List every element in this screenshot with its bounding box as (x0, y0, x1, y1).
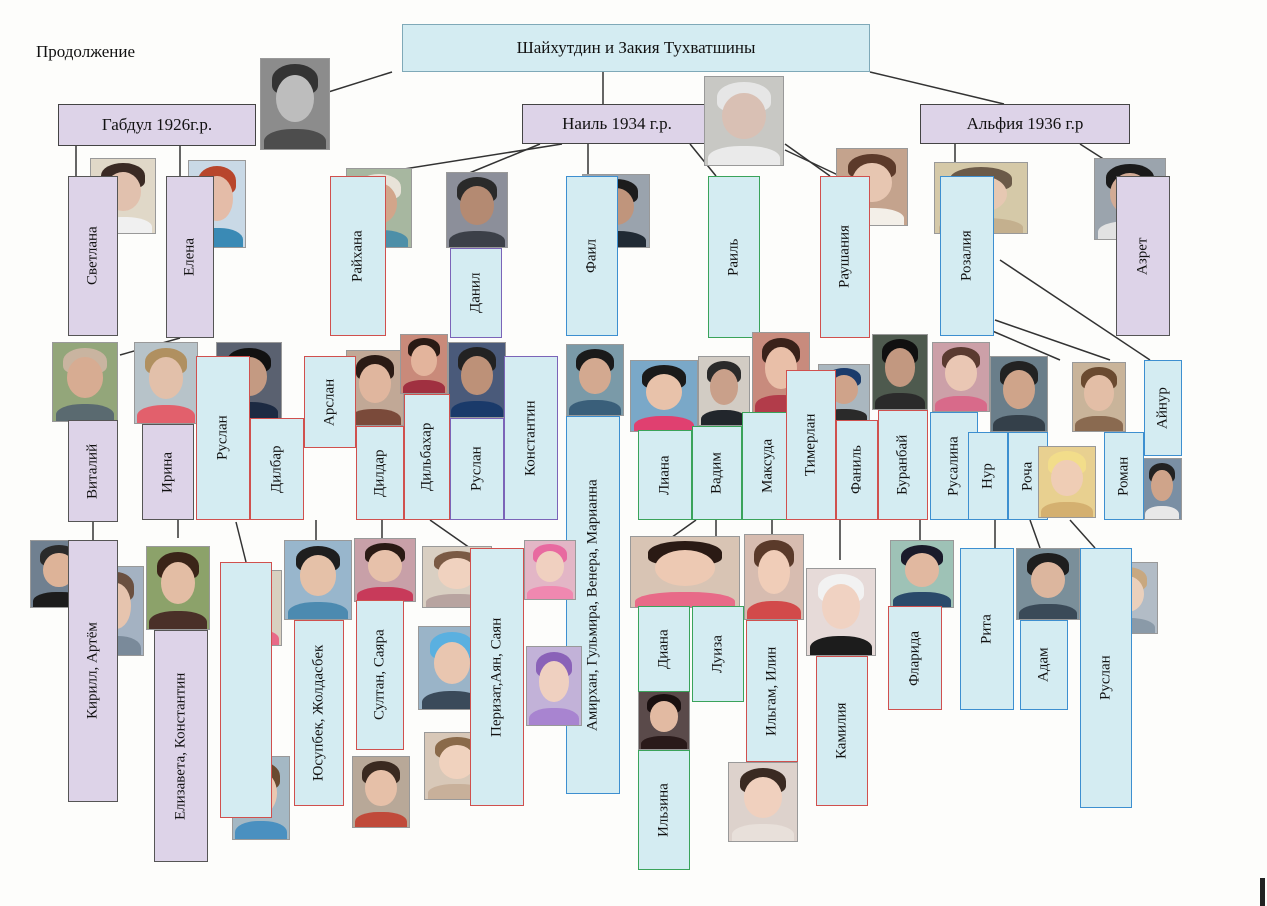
node-ruslan1: Руслан (196, 356, 250, 520)
root-node: Шайхутдин и Закия Тухватшины (402, 24, 870, 72)
node-ruslan3: Руслан (1080, 548, 1132, 808)
photo-ilzina (638, 690, 690, 750)
node-liana: Лиана (638, 430, 692, 520)
photo-yusupbek (284, 540, 352, 620)
node-luiza: Луиза (692, 606, 744, 702)
photo-ruslana (932, 342, 990, 412)
photo-ilgam (744, 534, 804, 620)
node-rita: Рита (960, 548, 1014, 710)
photo-ruslan2 (448, 342, 506, 418)
node-raushania: Раушания (820, 176, 870, 338)
node-vadim: Вадим (692, 426, 742, 520)
node-aynur: Айнур (1144, 360, 1182, 456)
photo-child-c (352, 756, 410, 828)
photo-danil (446, 172, 508, 248)
photo-liana (630, 360, 698, 432)
photo-nur (990, 356, 1048, 432)
node-flarida: Фларида (888, 606, 942, 710)
node-diana: Диана (638, 606, 690, 692)
node-fail: Фаил (566, 176, 618, 336)
photo-roman (1072, 362, 1126, 432)
node-adam: Адам (1020, 620, 1068, 710)
photo-aynur (1142, 458, 1182, 520)
node-arslan: Арслан (304, 356, 356, 448)
photo-sultan (354, 538, 416, 602)
node-nail: Наиль 1934 г.р. (522, 104, 712, 144)
node-ruslan2: Руслан (450, 418, 504, 520)
node-elena: Елена (166, 176, 214, 338)
node-vitaliy: Виталий (68, 420, 118, 522)
node-elizaveta: Елизавета, Константин (154, 630, 208, 862)
photo-amirkhan (566, 344, 624, 416)
node-dilbakhar: Дильбахар (404, 394, 450, 520)
node-nur: Нур (968, 432, 1008, 520)
node-konstantin: Константин (504, 356, 558, 520)
photo-adam (1016, 548, 1080, 620)
photo-buranbay (872, 334, 928, 410)
photo-nail (704, 76, 784, 166)
node-buranbay: Буранбай (878, 410, 928, 520)
node-perizat: Перизат,Аян, Саян (470, 548, 524, 806)
node-svetlana: Светлана (68, 176, 118, 336)
node-yusupbek: Юсупбек, Жолдасбек (294, 620, 344, 806)
node-dildar: Дилдар (356, 426, 404, 520)
node-kamilia: Камилия (816, 656, 868, 806)
node-roman: Роман (1104, 432, 1144, 520)
photo-flarida (890, 540, 954, 608)
node-danil: Данил (450, 248, 502, 338)
node-timerlan: Тимерлан (786, 370, 836, 520)
photo-vadim (698, 356, 750, 426)
photo-vitaliy (52, 342, 118, 422)
photo-irina (134, 342, 198, 424)
photo-rocha-blonde (1038, 446, 1096, 518)
node-ilzina: Ильзина (638, 750, 690, 870)
continuation-label: Продолжение (36, 42, 136, 61)
node-rozalia: Розалия (940, 176, 994, 336)
node-rail: Раиль (708, 176, 760, 338)
node-gabdul: Габдул 1926г.р. (58, 104, 256, 146)
photo-elizaveta (146, 546, 210, 630)
root-title: Шайхутдин и Закия Тухватшины (516, 38, 756, 57)
node-azret: Азрет (1116, 176, 1170, 336)
scan-edge-mark (1260, 878, 1265, 906)
node-ilgam: Ильгам, Илин (746, 620, 798, 762)
node-fanil: Фаниль (836, 420, 878, 520)
node-dilbar: Дилбар (250, 418, 304, 520)
node-kirill: Кирилл, Артём (68, 540, 118, 802)
photo-dilbakhar (400, 334, 448, 394)
photo-gabdul (260, 58, 330, 150)
photo-child-purple (526, 646, 582, 726)
node-sultan: Султан, Саяра (356, 600, 404, 750)
node-child-a (220, 562, 272, 818)
photo-child-e (728, 762, 798, 842)
photo-diana (630, 536, 740, 608)
node-raykhana: Райхана (330, 176, 386, 336)
photo-child-pink (524, 540, 576, 600)
photo-kamilia (806, 568, 876, 656)
node-irina: Ирина (142, 424, 194, 520)
node-alfia: Альфия 1936 г.р (920, 104, 1130, 144)
node-amirkhan: Амирхан, Гульмира, Венера, Марианна (566, 416, 620, 794)
